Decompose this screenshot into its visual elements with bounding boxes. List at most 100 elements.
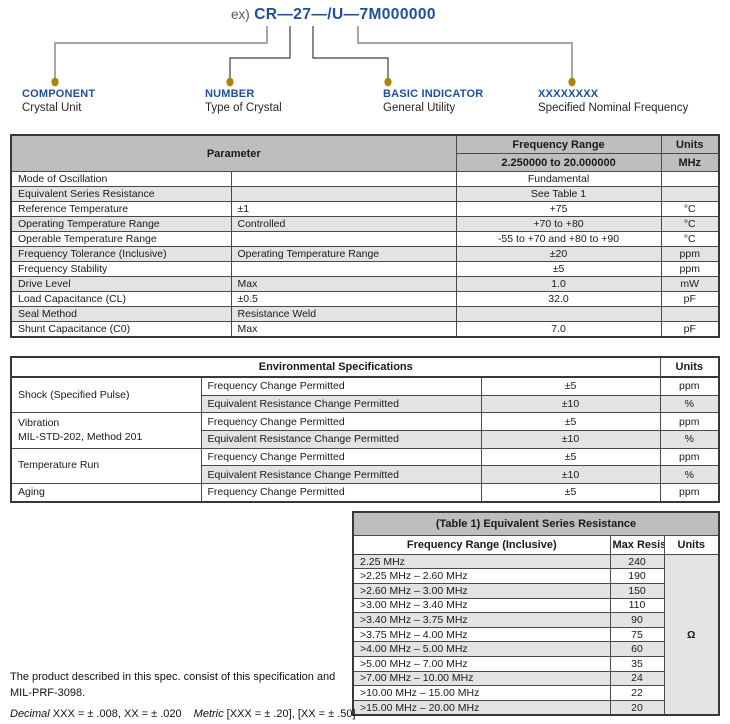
env-unit: ppm: [659, 447, 720, 467]
env-test: Equivalent Resistance Change Permitted: [200, 430, 482, 449]
table-row: Load Capacitance (CL) ±0.5 32.0 pF: [10, 291, 720, 307]
freq-range: >3.40 MHz – 3.75 MHz: [352, 612, 611, 628]
env-test: Equivalent Resistance Change Permitted: [200, 465, 482, 485]
env-unit: ppm: [659, 483, 720, 503]
param-unit: °C: [660, 201, 720, 217]
env-value: ±10: [480, 430, 661, 449]
env-unit: %: [659, 430, 720, 449]
param-unit: °C: [660, 231, 720, 247]
env-value: ±5: [480, 376, 661, 396]
metric-text: [XXX = ± .20], [XX = ± .50]: [223, 707, 356, 720]
freq-range: >2.60 MHz – 3.00 MHz: [352, 583, 611, 599]
freq-range: >2.25 MHz – 2.60 MHz: [352, 568, 611, 584]
env-test: Equivalent Resistance Change Permitted: [200, 394, 482, 414]
param-unit: [660, 186, 720, 202]
parameter-table: Parameter Frequency Range Units 2.250000…: [10, 134, 721, 338]
environmental-title: Environmental Specifications: [10, 356, 661, 378]
env-value: ±5: [480, 483, 661, 503]
bullet-dot-basic-indicator: [384, 77, 392, 87]
table-row: Operating Temperature Range Controlled +…: [10, 216, 720, 232]
connector-line-component: [54, 26, 268, 78]
freq-range: >5.00 MHz – 7.00 MHz: [352, 655, 611, 672]
resistance-range-header: Frequency Range (Inclusive): [352, 534, 611, 555]
param-value: ±20: [455, 246, 662, 262]
max-resistance: 35: [609, 655, 665, 672]
resistance-table-title: (Table 1) Equivalent Series Resistance: [352, 511, 720, 536]
env-group-vibration: Vibration MIL-STD-202, Method 201: [10, 412, 202, 449]
table-row: >10.00 MHz – 15.00 MHz 22: [352, 685, 719, 701]
bullet-dot-component: [51, 77, 59, 87]
env-test: Frequency Change Permitted: [200, 376, 482, 396]
param-value: +70 to +80: [455, 216, 662, 232]
param-value: ±5: [455, 261, 662, 277]
connector-line-number: [229, 26, 291, 78]
param-unit: mW: [660, 276, 720, 292]
param-name: Frequency Stability: [10, 261, 232, 277]
param-value: 7.0: [455, 321, 662, 338]
label-number-subtitle: Type of Crystal: [205, 102, 282, 114]
param-name: Mode of Oscillation: [10, 171, 232, 187]
param-condition: ±1: [230, 201, 457, 217]
example-prefix: ex): [231, 7, 250, 22]
table-row: Vibration MIL-STD-202, Method 201 Freque…: [10, 412, 720, 449]
table-row: Reference Temperature ±1 +75 °C: [10, 201, 720, 217]
decimal-label: Decimal: [10, 707, 50, 720]
param-value: 32.0: [455, 291, 662, 307]
table-row: >7.00 MHz – 10.00 MHz 24: [352, 670, 719, 687]
max-resistance: 60: [609, 641, 665, 657]
max-resistance: 110: [609, 597, 665, 614]
param-value: [455, 306, 662, 322]
table-row: Mode of Oscillation Fundamental: [10, 171, 720, 187]
label-basic-indicator-subtitle: General Utility: [383, 102, 456, 114]
param-condition: Max: [230, 321, 457, 338]
label-frequency: XXXXXXXX Specified Nominal Frequency: [538, 88, 688, 114]
env-unit: %: [659, 465, 720, 485]
param-name: Shunt Capacitance (C0): [10, 321, 232, 338]
max-resistance: 90: [609, 612, 665, 628]
table-row: >3.00 MHz – 3.40 MHz 110: [352, 597, 719, 614]
table-row: Equivalent Resistance Change Permitted ±…: [11, 394, 720, 414]
param-name: Frequency Tolerance (Inclusive): [10, 246, 232, 262]
env-group-aging: Aging: [10, 483, 202, 503]
max-resistance: 150: [609, 583, 665, 599]
label-number: NUMBER Type of Crystal: [205, 88, 282, 114]
table-row: Seal Method Resistance Weld: [10, 306, 720, 322]
max-resistance: 22: [609, 685, 665, 701]
metric-label: Metric: [193, 707, 224, 720]
frequency-range-header: Frequency Range: [455, 134, 662, 154]
param-unit: °C: [660, 216, 720, 232]
max-resistance: 190: [609, 568, 665, 584]
env-value: ±10: [480, 465, 661, 485]
param-unit: ppm: [660, 261, 720, 277]
units-value-header: MHz: [660, 153, 720, 172]
param-name: Equivalent Series Resistance: [10, 186, 232, 202]
label-frequency-subtitle: Specified Nominal Frequency: [538, 102, 689, 114]
label-component-title: COMPONENT: [22, 88, 96, 100]
freq-range: >7.00 MHz – 10.00 MHz: [352, 670, 611, 687]
env-unit: %: [659, 394, 720, 414]
table-row: Shock (Specified Pulse) Frequency Change…: [10, 376, 720, 414]
label-number-title: NUMBER: [205, 88, 255, 100]
param-unit: [660, 306, 720, 322]
table-row: 2.25 MHz 240 Ω: [352, 553, 720, 716]
bottom-section: (Table 1) Equivalent Series Resistance F…: [0, 510, 730, 724]
param-value: +75: [455, 201, 662, 217]
env-test: Frequency Change Permitted: [200, 412, 482, 432]
table-row: Aging Frequency Change Permitted ±5 ppm: [10, 483, 720, 503]
param-condition: [230, 231, 457, 247]
freq-range: >15.00 MHz – 20.00 MHz: [352, 699, 611, 716]
param-value: Fundamental: [455, 171, 662, 187]
resistance-table: (Table 1) Equivalent Series Resistance F…: [352, 510, 721, 717]
table-row: Frequency Tolerance (Inclusive) Operatin…: [10, 246, 720, 262]
environmental-units-header: Units: [659, 356, 720, 378]
env-unit: ppm: [659, 376, 720, 396]
param-condition: Resistance Weld: [230, 306, 457, 322]
env-group-temperature-run: Temperature Run: [10, 447, 202, 485]
param-condition: ±0.5: [230, 291, 457, 307]
table-row: Frequency Stability ±5 ppm: [10, 261, 720, 277]
part-number-title: ex) CR—27—/U—7M000000: [231, 6, 436, 24]
param-unit: pF: [660, 321, 720, 338]
param-value: See Table 1: [455, 186, 662, 202]
max-resistance: 240: [609, 553, 665, 570]
